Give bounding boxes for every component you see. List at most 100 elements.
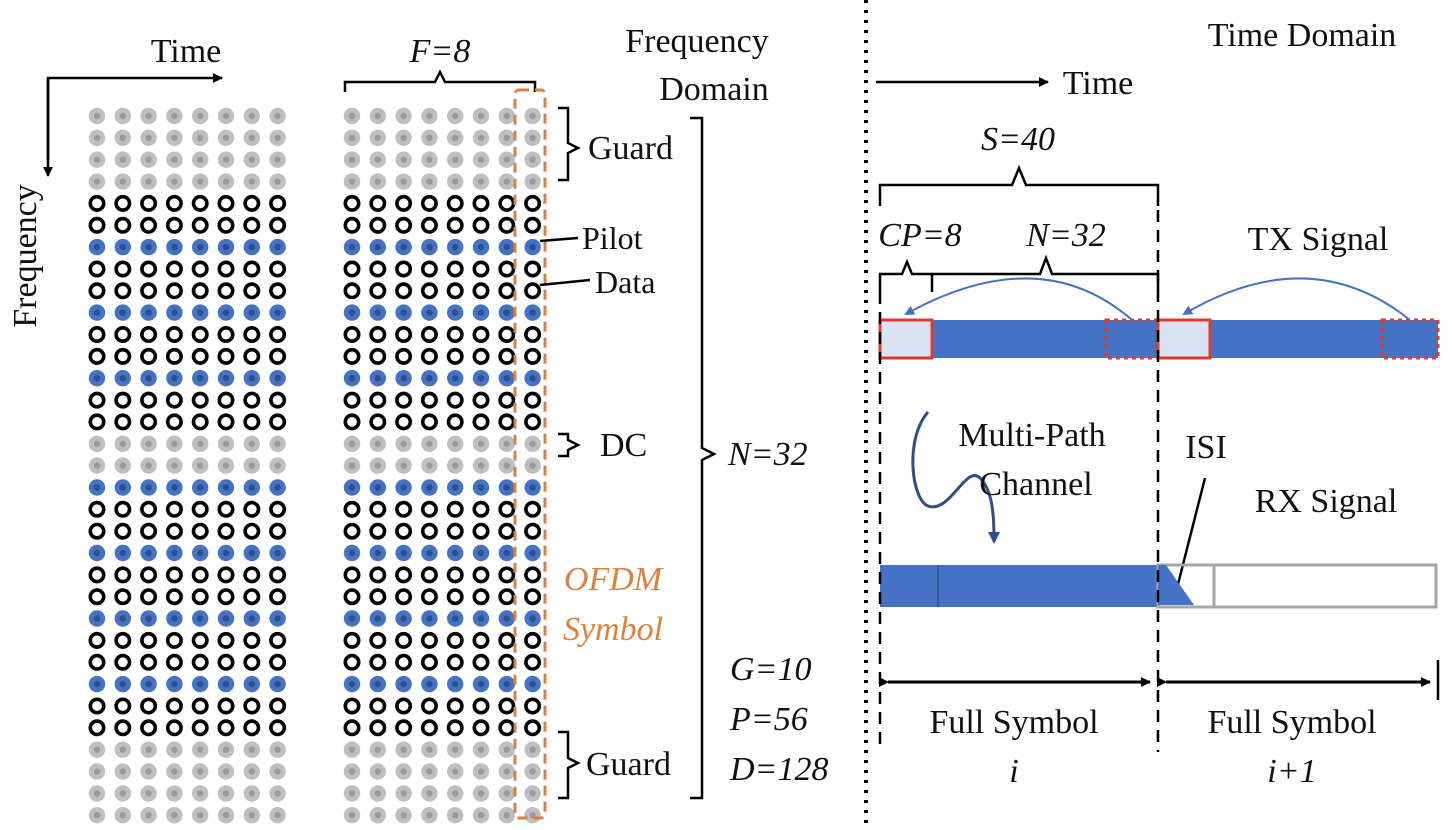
left-data-subcarrier xyxy=(114,588,132,606)
mid-guard-subcarrier-center xyxy=(452,462,459,469)
left-data-subcarrier xyxy=(243,631,261,649)
mid-data-subcarrier xyxy=(446,588,464,606)
mid-data-subcarrier xyxy=(420,391,438,409)
left-data-subcarrier xyxy=(243,216,261,234)
left-guard-subcarrier-center xyxy=(222,812,230,819)
mid-guard-subcarrier-center xyxy=(529,462,536,469)
mid-data-subcarrier xyxy=(343,216,361,234)
left-pilot-subcarrier-center xyxy=(222,309,230,316)
mid-data-subcarrier xyxy=(369,631,387,649)
mid-guard-subcarrier-center xyxy=(374,156,381,163)
left-pilot-subcarrier-center xyxy=(119,615,127,622)
left-pilot-subcarrier-center xyxy=(145,615,152,622)
mid-data-subcarrier xyxy=(472,391,490,409)
left-data-subcarrier xyxy=(165,347,183,365)
left-guard-subcarrier-center xyxy=(145,746,152,753)
left-guard-subcarrier-center xyxy=(197,134,204,141)
left-guard-subcarrier-center xyxy=(171,156,178,163)
mid-data-subcarrier xyxy=(369,522,387,540)
left-guard-subcarrier-center xyxy=(248,156,255,163)
left-data-subcarrier xyxy=(140,391,158,409)
mid-data-subcarrier xyxy=(498,413,516,431)
mid-guard-subcarrier-center xyxy=(374,178,381,185)
left-data-subcarrier xyxy=(114,413,132,431)
left-pilot-subcarrier-center xyxy=(171,243,178,251)
left-data-subcarrier xyxy=(269,194,287,212)
left-guard-subcarrier-center xyxy=(171,178,178,185)
left-data-subcarrier xyxy=(191,522,209,540)
left-data-subcarrier xyxy=(243,588,261,606)
left-pilot-subcarrier-center xyxy=(274,243,281,251)
guard-bottom-brace xyxy=(558,730,581,800)
left-data-subcarrier xyxy=(217,500,235,518)
left-data-subcarrier xyxy=(140,194,158,212)
left-pilot-subcarrier-center xyxy=(222,549,230,557)
left-pilot-subcarrier-center xyxy=(145,549,152,557)
left-pilot-subcarrier-center xyxy=(197,680,204,688)
mid-pilot-subcarrier-center xyxy=(477,375,485,382)
left-data-subcarrier xyxy=(243,566,261,584)
left-guard-subcarrier-center xyxy=(222,462,230,469)
mid-guard-subcarrier-center xyxy=(503,768,510,775)
mid-data-subcarrier xyxy=(343,566,361,584)
left-data-subcarrier xyxy=(243,260,261,278)
mid-pilot-subcarrier-center xyxy=(529,243,536,251)
left-data-subcarrier xyxy=(114,391,132,409)
left-guard-subcarrier-center xyxy=(119,462,127,469)
left-guard-subcarrier-center xyxy=(145,440,152,447)
guard-top-label: Guard xyxy=(588,130,673,167)
left-data-subcarrier xyxy=(243,413,261,431)
left-data-subcarrier xyxy=(140,566,158,584)
left-data-subcarrier xyxy=(217,216,235,234)
mid-guard-subcarrier-center xyxy=(400,156,407,163)
mid-data-subcarrier xyxy=(420,216,438,234)
left-guard-subcarrier-center xyxy=(93,134,101,141)
mid-data-subcarrier xyxy=(524,282,542,300)
left-guard-subcarrier-center xyxy=(171,112,178,120)
mid-data-subcarrier xyxy=(420,413,438,431)
left-guard-subcarrier-center xyxy=(93,462,101,469)
left-guard-subcarrier-center xyxy=(119,746,127,753)
mid-guard-subcarrier-center xyxy=(426,112,433,120)
left-pilot-subcarrier-center xyxy=(248,615,255,622)
left-data-subcarrier xyxy=(217,391,235,409)
mid-guard-subcarrier-center xyxy=(452,156,459,163)
mid-data-subcarrier xyxy=(524,500,542,518)
d-label: D=128 xyxy=(729,751,829,788)
left-guard-subcarrier-center xyxy=(197,812,204,819)
left-pilot-subcarrier-center xyxy=(197,549,204,557)
mid-data-subcarrier xyxy=(498,282,516,300)
mid-guard-subcarrier-center xyxy=(503,812,510,819)
isi-spill xyxy=(1158,565,1194,605)
mid-data-subcarrier xyxy=(498,391,516,409)
mid-guard-subcarrier-center xyxy=(452,440,459,447)
left-pilot-subcarrier-center xyxy=(197,375,204,382)
mid-guard-subcarrier-center xyxy=(348,462,356,469)
mid-guard-subcarrier-center xyxy=(400,746,407,753)
mid-data-subcarrier xyxy=(420,500,438,518)
left-data-subcarrier xyxy=(269,347,287,365)
mid-data-subcarrier xyxy=(420,631,438,649)
mid-data-subcarrier xyxy=(524,260,542,278)
mid-guard-subcarrier-center xyxy=(503,178,510,185)
mid-pilot-subcarrier-center xyxy=(374,680,381,688)
left-guard-subcarrier-center xyxy=(197,746,204,753)
left-data-subcarrier xyxy=(165,194,183,212)
left-pilot-subcarrier-center xyxy=(248,484,255,491)
left-pilot-subcarrier-center xyxy=(119,309,127,316)
left-guard-subcarrier-center xyxy=(145,156,152,163)
mid-guard-subcarrier-center xyxy=(477,812,485,819)
left-data-subcarrier xyxy=(140,413,158,431)
mid-data-subcarrier xyxy=(498,347,516,365)
left-guard-subcarrier-center xyxy=(119,134,127,141)
left-guard-subcarrier-center xyxy=(119,440,127,447)
left-data-subcarrier xyxy=(88,413,106,431)
mid-guard-subcarrier-center xyxy=(400,768,407,775)
tx-signal-label: TX Signal xyxy=(1248,221,1389,258)
mid-data-subcarrier xyxy=(498,500,516,518)
left-data-subcarrier xyxy=(165,413,183,431)
mid-guard-subcarrier-center xyxy=(529,746,536,753)
mid-pilot-subcarrier-center xyxy=(348,375,356,382)
mid-guard-subcarrier-center xyxy=(452,812,459,819)
